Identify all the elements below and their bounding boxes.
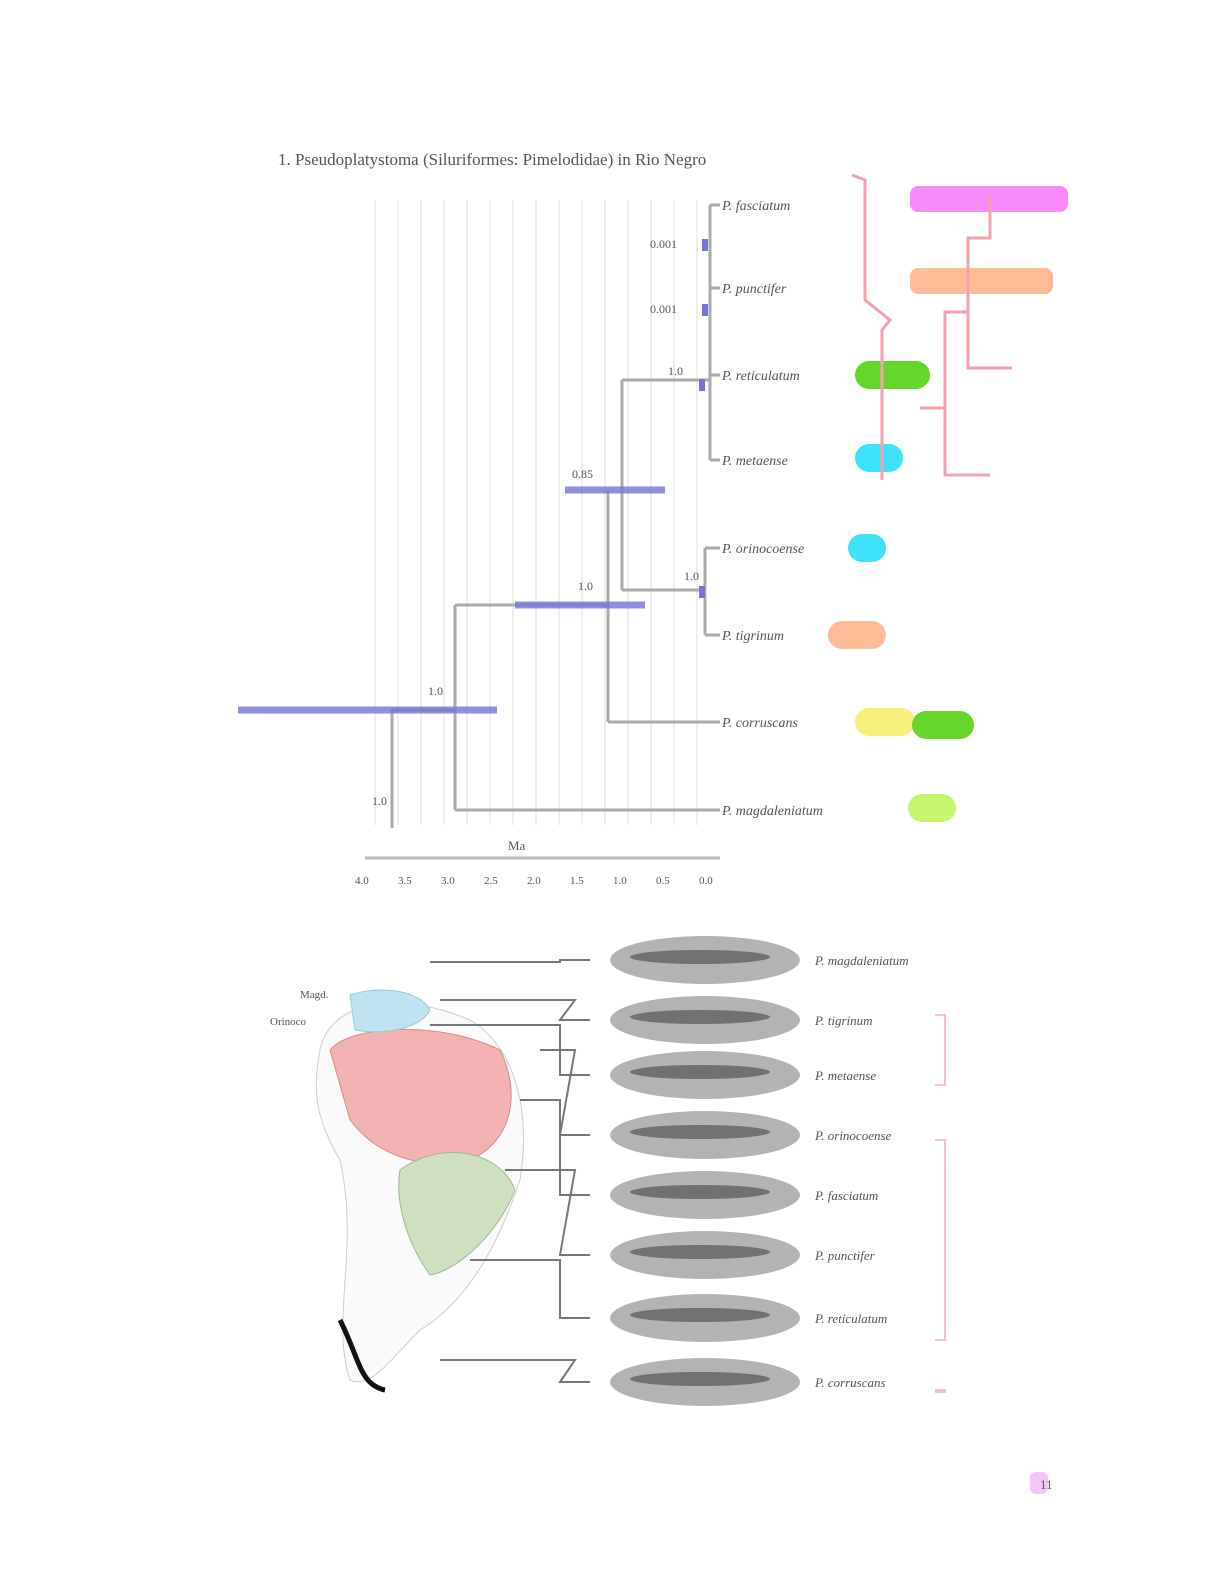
node-marker <box>699 586 705 598</box>
fish-photo-detail <box>630 1372 770 1386</box>
species-label: P. fasciatum <box>814 1188 878 1203</box>
species-label: P. punctifer <box>814 1248 876 1263</box>
node-label: 1.0 <box>684 569 699 583</box>
fish-photo-detail <box>630 1308 770 1322</box>
map-connector <box>540 1049 590 1136</box>
axis-tick-label: 3.5 <box>398 875 412 887</box>
taxon-label: P. tigrinum <box>721 629 784 644</box>
taxon-label: P. fasciatum <box>721 199 790 214</box>
group-bracket <box>935 1389 946 1393</box>
patagonia-coast <box>337 1318 386 1393</box>
connector-line <box>851 173 893 480</box>
node-label: 1.0 <box>372 794 387 808</box>
range-blob <box>828 621 886 649</box>
taxon-label: P. metaense <box>721 454 788 469</box>
axis-tick-label: 1.0 <box>613 875 627 887</box>
species-label: P. corruscans <box>814 1375 886 1390</box>
orinoco-basin <box>349 989 431 1033</box>
species-label: P. orinocoense <box>814 1128 892 1143</box>
axis-tick-label: 0.5 <box>656 875 670 887</box>
fish-photo-detail <box>630 1125 770 1139</box>
region-label: Magd. <box>300 989 329 1001</box>
legend-box-orange <box>910 268 1053 294</box>
fish-photo-detail <box>630 1010 770 1024</box>
map-connector <box>440 1359 590 1383</box>
fish-photo-detail <box>630 1065 770 1079</box>
taxon-label: P. corruscans <box>721 716 799 731</box>
connector-line <box>943 310 990 477</box>
fish-photo-detail <box>630 950 770 964</box>
group-bracket <box>935 1014 946 1086</box>
taxon-label: P. reticulatum <box>721 369 800 384</box>
range-blob <box>855 708 915 736</box>
figure-title: 1. Pseudoplatystoma (Siluriformes: Pimel… <box>278 150 706 169</box>
map-connector <box>430 959 590 963</box>
axis-tick-label: 0.0 <box>699 875 713 887</box>
parana-basin <box>398 1152 516 1276</box>
taxon-label: P. orinocoense <box>721 542 804 557</box>
range-blob <box>855 444 903 472</box>
taxon-label: P. magdaleniatum <box>721 804 823 819</box>
axis-tick-label: 1.5 <box>570 875 584 887</box>
species-label: P. reticulatum <box>814 1311 887 1326</box>
range-blob <box>848 534 886 562</box>
fish-photo-detail <box>630 1185 770 1199</box>
page-number: 11 <box>1040 1477 1053 1492</box>
species-label: P. metaense <box>814 1068 876 1083</box>
range-blob <box>912 711 974 739</box>
axis-tick-label: 2.0 <box>527 875 541 887</box>
region-label: Orinoco <box>270 1016 307 1028</box>
node-marker <box>702 304 708 316</box>
node-marker <box>699 379 705 391</box>
fish-photo-detail <box>630 1245 770 1259</box>
range-blob <box>908 794 956 822</box>
axis-tick-label: 3.0 <box>441 875 455 887</box>
node-label: 0.85 <box>572 467 593 481</box>
group-bracket <box>935 1139 946 1341</box>
node-label: 0.001 <box>650 302 677 316</box>
page-number-highlight <box>1030 1472 1048 1494</box>
node-label: 1.0 <box>668 364 683 378</box>
map-connector <box>440 999 590 1021</box>
node-label: 1.0 <box>578 579 593 593</box>
species-label: P. tigrinum <box>814 1013 873 1028</box>
range-blob <box>855 361 930 389</box>
node-marker <box>702 239 708 251</box>
node-label: 0.001 <box>650 237 677 251</box>
species-label: P. magdaleniatum <box>814 953 909 968</box>
axis-tick-label: 2.5 <box>484 875 498 887</box>
axis-tick-label: 4.0 <box>355 875 369 887</box>
connector-line <box>966 195 1012 370</box>
map-connector <box>470 1259 590 1319</box>
taxon-label: P. punctifer <box>721 282 787 297</box>
node-label: 1.0 <box>428 684 443 698</box>
map-connector <box>505 1169 590 1256</box>
map-connector <box>520 1099 590 1196</box>
axis-label: Ma <box>508 838 526 853</box>
